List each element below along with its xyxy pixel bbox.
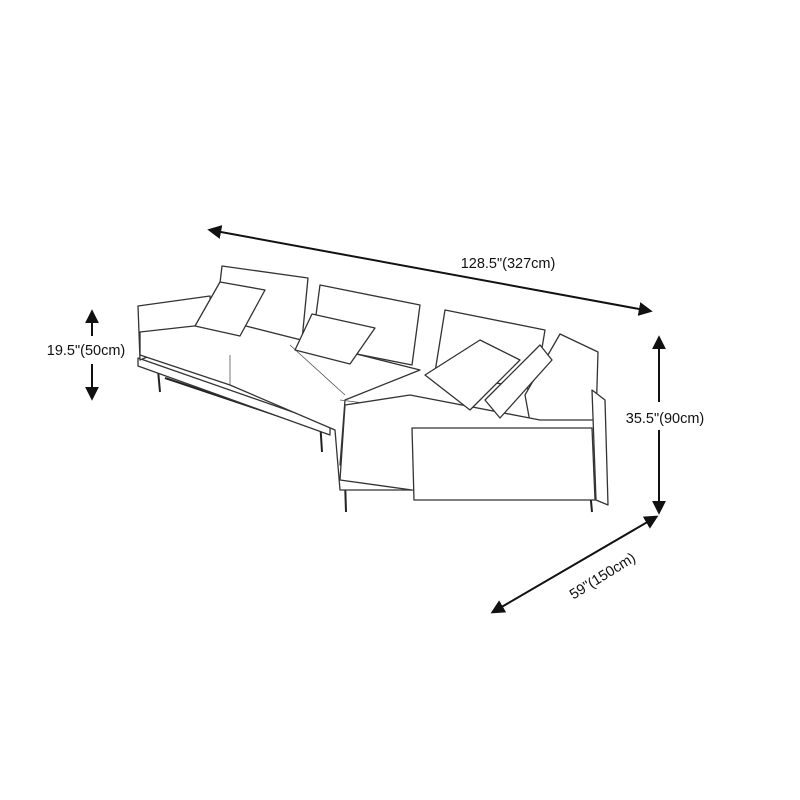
- length-label: 128.5"(327cm): [461, 256, 556, 272]
- sofa-sketch: [137, 265, 609, 513]
- depth-label: 59"(150cm): [567, 550, 639, 603]
- length-arrow: [207, 225, 653, 316]
- throw-pillow: [424, 339, 521, 411]
- throw-pillow: [484, 344, 553, 419]
- depth-arrow: [490, 515, 659, 614]
- chaise-arm: [411, 427, 596, 501]
- throw-pillow: [294, 313, 376, 365]
- height-label: 35.5"(90cm): [626, 411, 704, 427]
- seat-height-label: 19.5"(50cm): [47, 343, 125, 359]
